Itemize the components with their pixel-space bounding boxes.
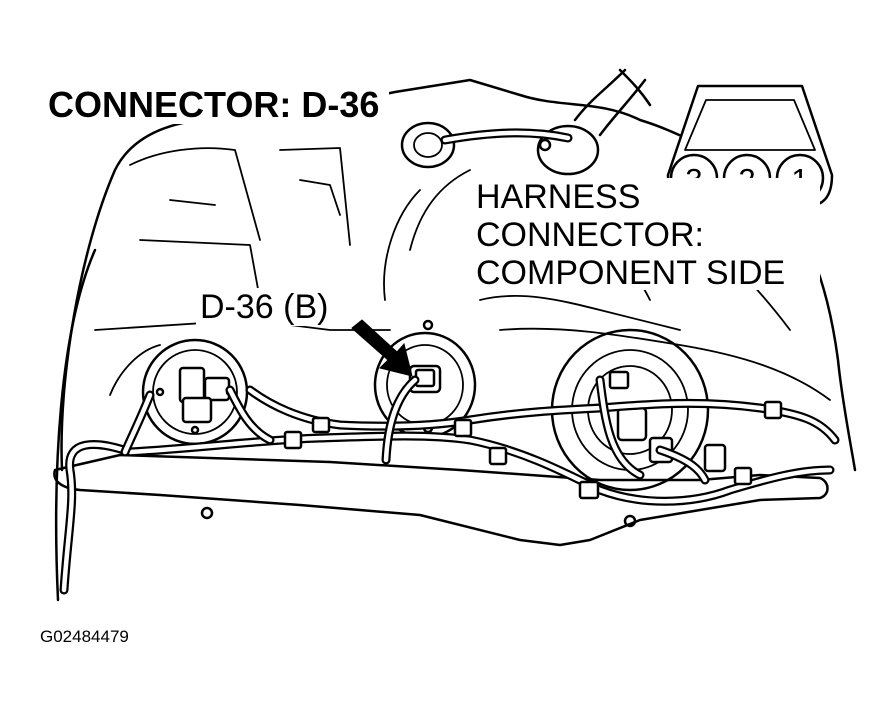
right-pump-connector bbox=[616, 406, 648, 442]
left-pump-connector bbox=[181, 396, 213, 424]
tank-rib bbox=[139, 239, 261, 301]
tank-rib bbox=[109, 344, 161, 396]
tank-rib bbox=[169, 199, 216, 206]
fuel-tank-drawing bbox=[53, 68, 857, 602]
tank-rib bbox=[383, 189, 421, 301]
figure-id: G02484479 bbox=[40, 627, 129, 646]
harness-clip bbox=[578, 480, 600, 500]
harness-clip bbox=[283, 430, 303, 450]
left-edge-line bbox=[54, 248, 97, 602]
harness-label-line-2: CONNECTOR: bbox=[476, 216, 704, 254]
filler-neck bbox=[573, 68, 652, 137]
tank-outline bbox=[60, 78, 857, 472]
tank-rib bbox=[299, 179, 341, 216]
frame-hole bbox=[422, 319, 434, 331]
top-port-2 bbox=[536, 124, 600, 176]
tank-rib bbox=[129, 147, 261, 241]
harness-clip bbox=[763, 400, 783, 420]
frame-hole bbox=[538, 138, 552, 152]
harness-clip bbox=[311, 416, 331, 434]
tank-rib bbox=[409, 169, 471, 251]
tank-rib bbox=[499, 327, 831, 401]
harness-clip bbox=[453, 418, 473, 438]
left-pump-connector bbox=[203, 376, 231, 402]
harness-clip bbox=[488, 446, 508, 466]
diagram-title: CONNECTOR: D-36 bbox=[48, 84, 379, 125]
frame-hole bbox=[623, 514, 637, 528]
pin-view-inner bbox=[684, 99, 816, 151]
left-harness bbox=[59, 440, 135, 595]
harness-label-line-3: COMPONENT SIDE bbox=[476, 254, 785, 292]
harness-label-line-1: HARNESS bbox=[476, 178, 640, 216]
harness-clip bbox=[733, 466, 753, 486]
tank-rib bbox=[279, 147, 351, 246]
top-port bbox=[400, 121, 456, 169]
frame-hole bbox=[200, 506, 214, 520]
callout-arrow bbox=[351, 319, 413, 377]
top-port-inner bbox=[413, 132, 443, 158]
callout-label: D-36 (B) bbox=[200, 288, 328, 326]
upper-harness bbox=[245, 385, 840, 445]
tank-rib bbox=[479, 295, 681, 331]
